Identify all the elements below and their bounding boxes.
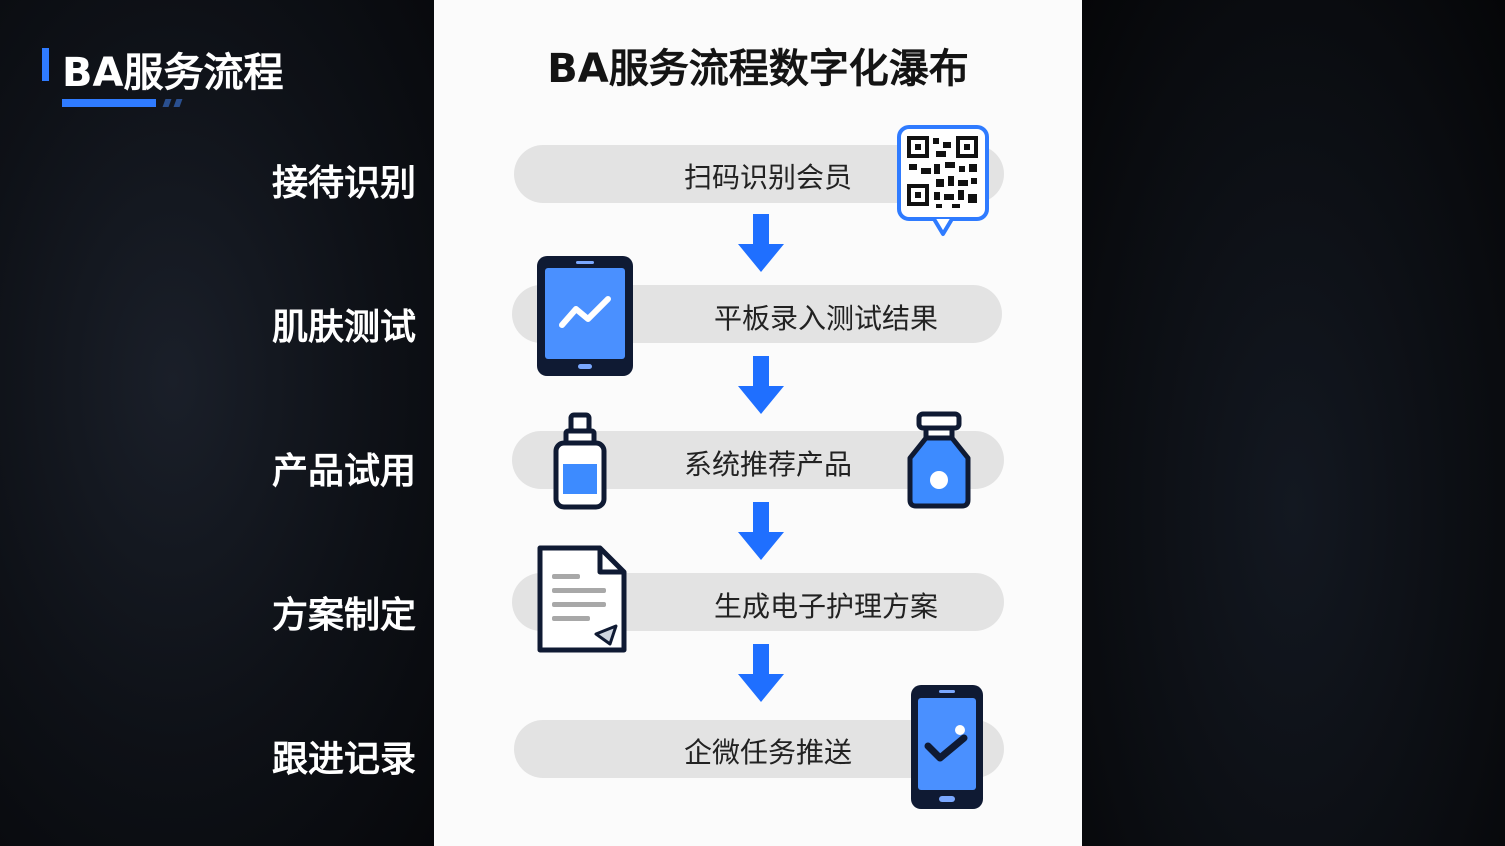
- flow-step-text: 生成电子护理方案: [714, 590, 939, 623]
- flow-step-text: 企微任务推送: [684, 736, 853, 769]
- right-background: [1082, 0, 1505, 846]
- down-arrow-icon: [738, 214, 784, 272]
- step-label-product-trial: 产品试用: [272, 451, 417, 492]
- flow-step-text: 扫码识别会员: [684, 161, 853, 194]
- tablet-chart-icon: [537, 256, 633, 376]
- qr-code-icon: [897, 125, 989, 236]
- flow-panel: BA服务流程数字化瀑布 扫码识别会员 平板录入测试结果: [434, 0, 1082, 846]
- down-arrow-icon: [738, 502, 784, 560]
- left-background: [0, 0, 434, 846]
- down-arrow-icon: [738, 644, 784, 702]
- phone-check-icon: [911, 685, 983, 809]
- cream-jar-icon: [907, 411, 971, 509]
- step-label-follow-up: 跟进记录: [272, 739, 417, 780]
- title-accent-bar: [42, 48, 49, 81]
- document-icon: [537, 545, 627, 653]
- section-title: BA服务流程: [62, 50, 284, 96]
- step-label-skin-test: 肌肤测试: [272, 307, 417, 348]
- flow-step-text: 平板录入测试结果: [714, 302, 939, 335]
- step-label-reception: 接待识别: [272, 163, 417, 204]
- title-underline: [62, 99, 156, 107]
- flow-step-text: 系统推荐产品: [684, 448, 853, 481]
- step-label-plan: 方案制定: [272, 595, 417, 636]
- dropper-bottle-icon: [553, 412, 607, 510]
- down-arrow-icon: [738, 356, 784, 414]
- panel-title: BA服务流程数字化瀑布: [547, 46, 969, 92]
